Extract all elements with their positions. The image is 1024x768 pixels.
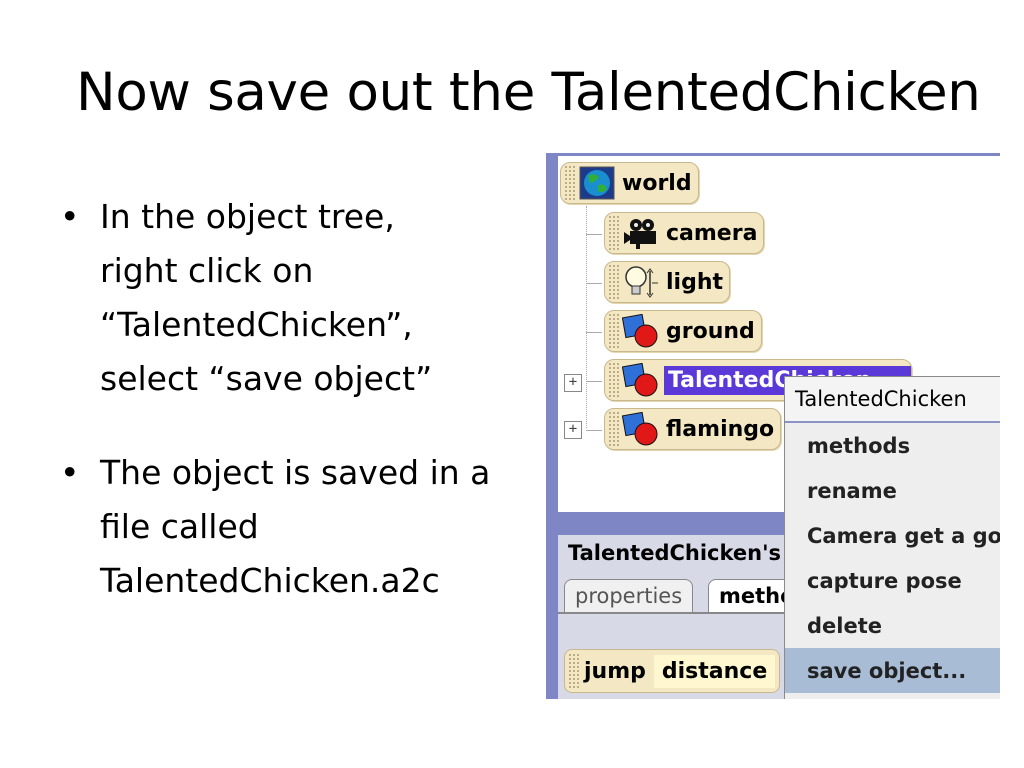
- camera-icon: [622, 216, 660, 250]
- tree-connector: [586, 234, 602, 235]
- menu-item-delete[interactable]: delete: [807, 613, 882, 638]
- tree-node-light[interactable]: light: [604, 261, 731, 303]
- tree-node-label: camera: [666, 220, 758, 246]
- tree-node-label: ground: [666, 318, 755, 344]
- menu-item-rename[interactable]: rename: [807, 478, 897, 503]
- tree-node-label: light: [666, 269, 724, 295]
- tree-expander[interactable]: +: [564, 374, 582, 392]
- method-tile[interactable]: jump distance: [564, 649, 781, 693]
- tree-node-label: flamingo: [666, 416, 775, 442]
- tree-expander[interactable]: +: [564, 421, 582, 439]
- menu-item-save-object[interactable]: save object...: [785, 648, 1000, 693]
- tree-node-flamingo[interactable]: flamingo: [604, 408, 782, 450]
- method-name: jump: [584, 658, 646, 684]
- menu-item-methods[interactable]: methods: [807, 433, 911, 458]
- tab-properties[interactable]: properties: [564, 579, 694, 612]
- tree-node-camera[interactable]: camera: [604, 212, 765, 254]
- menu-item-camera-look[interactable]: Camera get a good look at this: [807, 523, 1000, 548]
- tree-connector: [586, 283, 602, 284]
- globe-icon: [578, 166, 616, 200]
- bullet-line: right click on: [100, 251, 314, 290]
- lightbulb-icon: [622, 265, 660, 299]
- menu-item-capture-pose[interactable]: capture pose: [807, 568, 962, 593]
- tree-node-label: world: [622, 170, 692, 196]
- object-icon: [621, 313, 660, 348]
- bullet-dot: •: [60, 197, 80, 236]
- bullet-line: The object is saved in a: [100, 453, 491, 492]
- bullet-line: In the object tree,: [100, 197, 395, 236]
- bullet-line: TalentedChicken.a2c: [100, 561, 440, 600]
- object-icon: [621, 411, 660, 446]
- tree-node-world[interactable]: world: [560, 162, 699, 204]
- bullet-dot: •: [60, 453, 80, 492]
- bullet-item: • In the object tree, right click on “Ta…: [58, 190, 538, 406]
- drag-grip[interactable]: [608, 411, 620, 447]
- bullet-line: “TalentedChicken”,: [100, 305, 413, 344]
- drag-grip[interactable]: [564, 165, 576, 201]
- tree-connector: [586, 206, 588, 428]
- drag-grip[interactable]: [608, 264, 620, 300]
- tree-node-ground[interactable]: ground: [604, 310, 762, 352]
- bullet-item: • The object is saved in a file called T…: [58, 446, 538, 608]
- tree-connector: [586, 332, 602, 333]
- tree-connector: [586, 381, 602, 382]
- drag-grip[interactable]: [608, 362, 620, 398]
- bullet-list: • In the object tree, right click on “Ta…: [58, 190, 538, 608]
- alice-screenshot: world camera: [546, 153, 1000, 699]
- slide-title: Now save out the TalentedChicken: [76, 62, 981, 123]
- drag-grip[interactable]: [608, 313, 620, 349]
- object-tree: world camera: [558, 156, 1000, 512]
- tree-connector: [586, 430, 602, 431]
- drag-grip[interactable]: [608, 215, 620, 251]
- tab-divider: [558, 612, 1000, 614]
- method-parameter[interactable]: distance: [653, 654, 776, 688]
- context-menu: TalentedChicken methods rename Camera ge…: [784, 376, 1000, 699]
- bullet-line: select “save object”: [100, 359, 433, 398]
- drag-grip[interactable]: [568, 653, 580, 689]
- object-icon: [621, 362, 660, 397]
- context-menu-header: TalentedChicken: [785, 377, 1000, 423]
- bullet-line: file called: [100, 507, 259, 546]
